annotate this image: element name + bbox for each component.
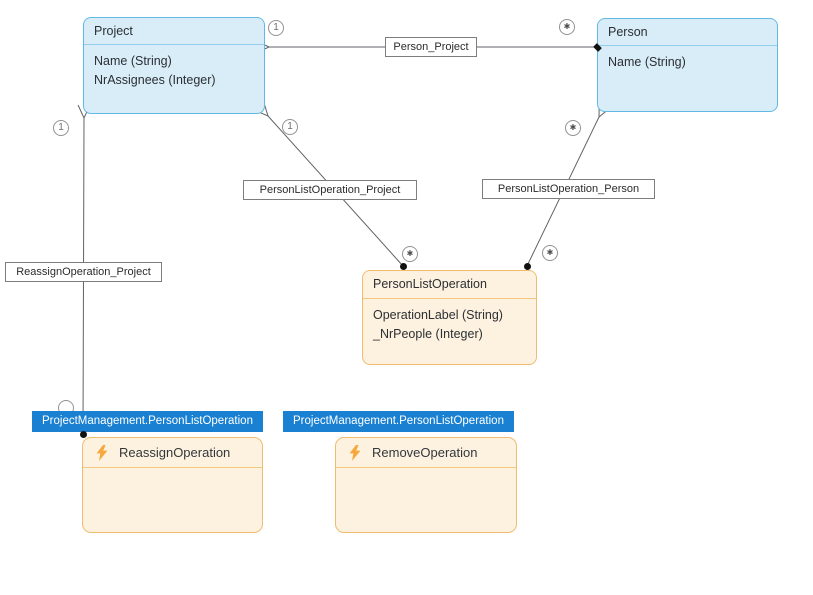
- relationship-label-person-project[interactable]: Person_Project: [385, 37, 477, 57]
- entity-person-list-operation-title: PersonListOperation: [363, 271, 536, 299]
- operation-reassign[interactable]: ReassignOperation: [82, 437, 263, 533]
- connector-end-dot: [80, 431, 87, 438]
- multiplicity-badge-many[interactable]: ✱: [559, 19, 575, 35]
- multiplicity-badge-many[interactable]: ✱: [402, 246, 418, 262]
- connector-end-dot: [524, 263, 531, 270]
- lightning-icon: [96, 444, 108, 461]
- multiplicity-badge-one[interactable]: 1: [53, 120, 69, 136]
- multiplicity-badge-many[interactable]: ✱: [542, 245, 558, 261]
- entity-person-list-operation[interactable]: PersonListOperation OperationLabel (Stri…: [362, 270, 537, 365]
- multiplicity-badge-one[interactable]: 1: [268, 20, 284, 36]
- entity-person-title: Person: [598, 19, 777, 46]
- entity-project-title: Project: [84, 18, 264, 45]
- operation-banner-reassign[interactable]: ProjectManagement.PersonListOperation: [32, 411, 263, 432]
- multiplicity-badge-one[interactable]: 1: [282, 119, 298, 135]
- relationship-label-plo-project[interactable]: PersonListOperation_Project: [243, 180, 417, 200]
- entity-person-list-operation-attribute: OperationLabel (String): [373, 308, 503, 322]
- entity-person-list-operation-attribute: _NrPeople (Integer): [373, 327, 483, 341]
- entity-person-attribute: Name (String): [608, 55, 686, 69]
- entity-project-attribute: Name (String): [94, 54, 172, 68]
- operation-remove[interactable]: RemoveOperation: [335, 437, 517, 533]
- operation-banner-remove[interactable]: ProjectManagement.PersonListOperation: [283, 411, 514, 432]
- relationship-label-plo-person[interactable]: PersonListOperation_Person: [482, 179, 655, 199]
- operation-reassign-title: ReassignOperation: [119, 445, 231, 460]
- connector-end-dot: [400, 263, 407, 270]
- operation-remove-title: RemoveOperation: [372, 445, 478, 460]
- entity-person[interactable]: Person Name (String): [597, 18, 778, 112]
- lightning-icon: [349, 444, 361, 461]
- relationship-label-reassign-project[interactable]: ReassignOperation_Project: [5, 262, 162, 282]
- entity-project-attribute: NrAssignees (Integer): [94, 73, 216, 87]
- multiplicity-badge-many[interactable]: ✱: [565, 120, 581, 136]
- entity-project[interactable]: Project Name (String) NrAssignees (Integ…: [83, 17, 265, 114]
